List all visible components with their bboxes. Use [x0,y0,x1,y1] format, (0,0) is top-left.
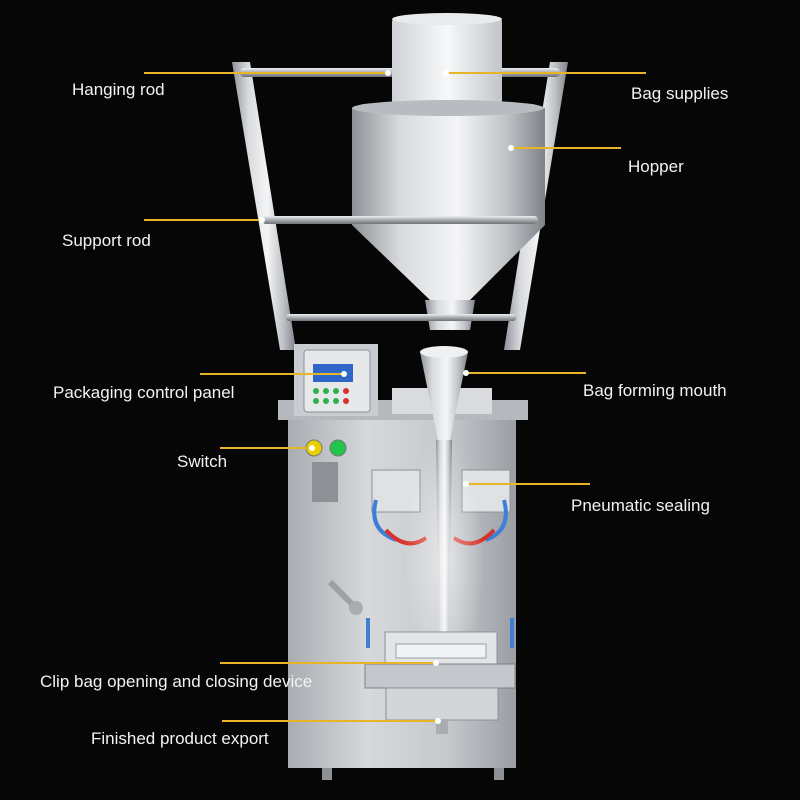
callout-dot-pneumatic-sealing [463,481,469,487]
callout-line-hopper [511,147,621,149]
support-rod-lower [286,314,516,321]
panel-keypad [313,388,349,404]
callout-line-pneumatic-sealing [466,483,590,485]
product-outlet [385,687,499,721]
label-finished-product-export: Finished product export [91,729,269,748]
callout-dot-support-rod [259,217,265,223]
callout-dot-switch [309,445,315,451]
callout-line-hanging-rod [144,72,388,74]
label-clip-bag-device: Clip bag opening and closing device [40,672,313,691]
label-bag-supplies: Bag supplies [631,84,729,103]
support-rod-upper [262,216,538,224]
hopper [352,108,545,300]
callout-dot-bag-supplies [443,70,449,76]
callout-dot-hopper [508,145,514,151]
label-packaging-control-panel: Packaging control panel [53,383,235,402]
callout-line-control-panel [200,373,344,375]
hand-lever [327,579,357,609]
callout-dot-clip-bag-device [433,660,439,666]
label-hanging-rod: Hanging rod [72,80,165,99]
callout-line-bag-supplies [446,72,646,74]
callout-dot-control-panel [341,371,347,377]
callout-dot-bag-forming-mouth [463,370,469,376]
label-pneumatic-sealing: Pneumatic sealing [571,496,710,515]
label-hopper: Hopper [628,157,684,176]
callout-line-clip-bag-device [220,662,436,664]
switch-green [329,439,347,457]
label-switch: Switch [177,452,228,471]
callout-dot-hanging-rod [385,70,391,76]
label-bag-forming-mouth: Bag forming mouth [583,381,727,400]
callout-dot-finished-product-export [435,718,441,724]
callout-line-switch [220,447,312,449]
callout-line-support-rod [144,219,262,221]
frame-left-post [232,62,296,350]
callout-line-finished-product-export [222,720,438,722]
callout-line-bag-forming-mouth [466,372,586,374]
bag-forming-cone [420,352,468,440]
label-support-rod: Support rod [62,231,151,250]
